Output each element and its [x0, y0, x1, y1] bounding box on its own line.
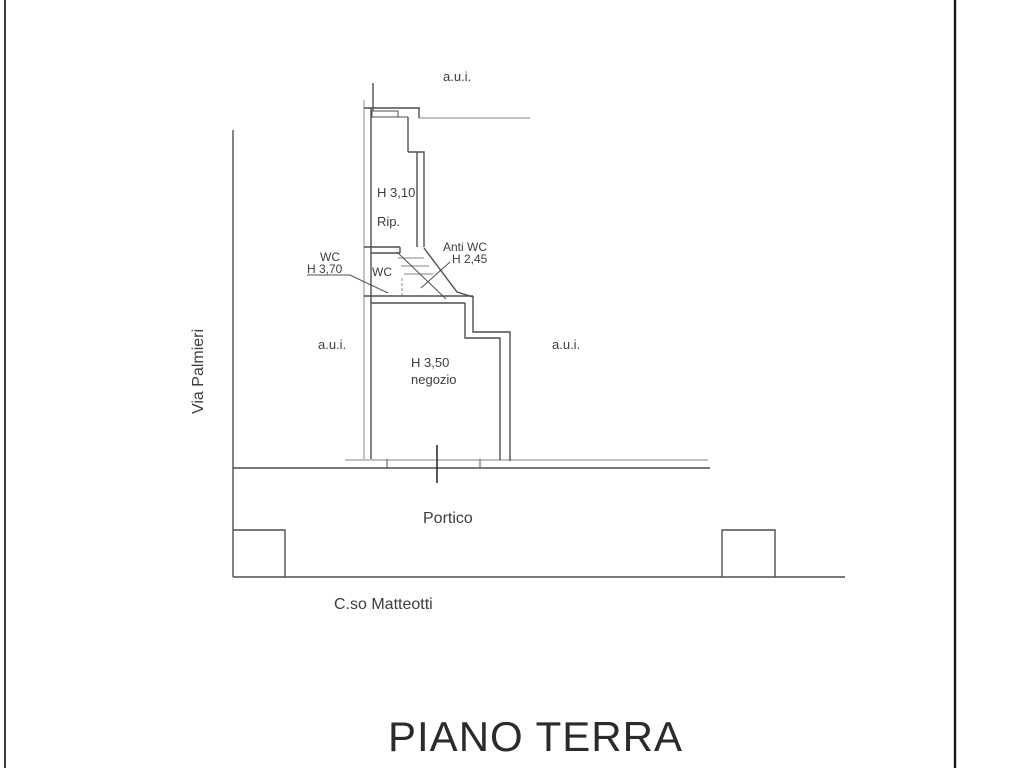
antiwc-diagonal-wall-inner — [396, 251, 447, 300]
aui-right-label: a.u.i. — [552, 337, 580, 352]
street-bottom-label: C.so Matteotti — [334, 596, 433, 613]
wc-callout-leader-line — [307, 274, 389, 294]
page-title: PIANO TERRA — [388, 713, 683, 760]
wc-callout-name-label: WC — [320, 250, 340, 264]
negozio-top-wall — [364, 295, 473, 304]
wc-callout-height-label: H 3,70 — [307, 262, 343, 276]
leader-lines — [307, 261, 451, 294]
negozio-height-label: H 3,50 — [411, 355, 449, 370]
portico-column-right — [721, 529, 776, 577]
antiwc-name-label: Anti WC — [443, 240, 487, 254]
aui-top-label: a.u.i. — [443, 69, 471, 84]
negozio-right-stepped-wall — [464, 296, 511, 461]
antiwc-height-label: H 2,45 — [452, 252, 488, 266]
aui-left-label: a.u.i. — [318, 337, 346, 352]
rip-bottom-wall — [364, 246, 401, 254]
street-left-label: Via Palmieri — [190, 329, 207, 414]
antiwc-callout-leader-line — [420, 261, 451, 289]
storefront-door-jambs — [386, 459, 481, 468]
negozio-room-label: negozio — [411, 372, 457, 387]
portico-column-left — [233, 529, 286, 577]
labels: a.u.i. H 3,10 Rip. WC H 3,70 WC Anti WC … — [190, 69, 683, 760]
walls — [232, 83, 845, 578]
scan-frame — [4, 0, 957, 768]
rip-height-label: H 3,10 — [377, 185, 415, 200]
stair-step-lines — [398, 257, 433, 275]
light-lines — [345, 100, 708, 461]
rip-right-wall — [408, 151, 425, 247]
portico-label: Portico — [423, 510, 473, 527]
wc-room-label: WC — [372, 265, 392, 279]
top-window — [371, 110, 399, 118]
rip-room-label: Rip. — [377, 214, 400, 229]
